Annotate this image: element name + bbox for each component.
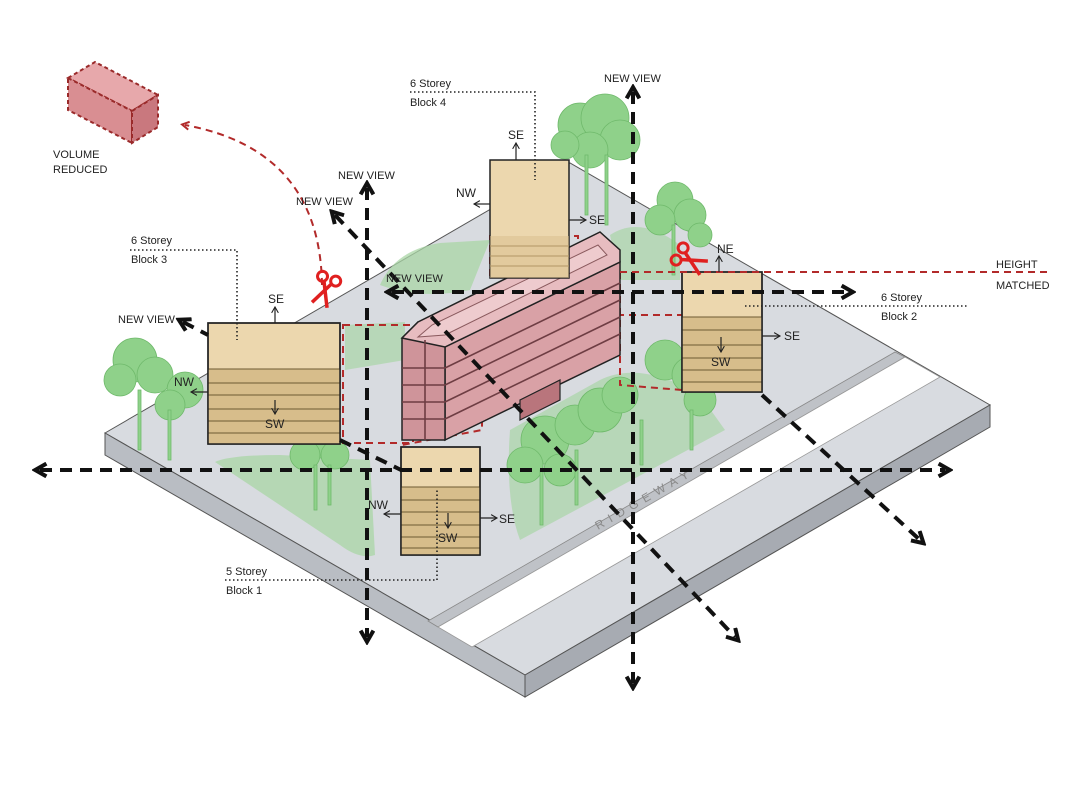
leader-lines [130,91,967,581]
block-3-dir-se: SE [268,292,284,306]
block-1-dir-sw: SW [438,531,458,545]
view-arrow-southeast [760,393,920,540]
new-view-label-upper-left-diagonal: NEW VIEW [296,196,353,208]
volume-reduced-label-line1: VOLUME [53,149,99,161]
new-view-label-center-left: NEW VIEW [386,273,443,285]
block-2-storey-label: 6 Storey [881,292,922,304]
block-2-name-label: Block 2 [881,311,917,323]
new-view-label-top: NEW VIEW [604,73,661,85]
red-annotations [65,60,1050,286]
block-2-dir-se: SE [784,329,800,343]
scissors-icon [669,241,708,276]
block-3-name-label: Block 3 [131,254,167,266]
block-4-storey-label: 6 Storey [410,78,451,90]
block-4-lower-floors [490,236,569,278]
block-4-name-label: Block 4 [410,97,446,109]
height-matched-label-line2: MATCHED [996,280,1050,292]
block-4 [489,159,570,279]
block-3-dir-sw: SW [265,417,285,431]
block-3-dir-nw: NW [174,375,195,389]
view-arrows [40,92,945,683]
block-4-dir-se-top: SE [508,128,524,142]
block-2-dir-ne: NE [717,242,734,256]
tree-cluster-west [103,337,204,461]
tree-cluster-north [550,93,641,226]
volume-reduced-box [65,60,161,145]
new-view-label-left: NEW VIEW [118,314,175,326]
block-1-dir-se: SE [499,512,515,526]
block-3-storey-label: 6 Storey [131,235,172,247]
text-labels: VOLUME REDUCED HEIGHT MATCHED NEW VIEW N… [53,73,1050,597]
block-1-name-label: Block 1 [226,585,262,597]
block-1-dir-nw: NW [368,498,389,512]
view-arrow-diagonal [335,215,735,637]
height-matched-label-line1: HEIGHT [996,259,1038,271]
view-arrow-block-3-nw [183,322,209,337]
orientation-arrows [189,141,782,530]
block-3-lower-floors [208,369,340,444]
volume-reduced-label-line2: REDUCED [53,164,107,176]
block-2-dir-sw: SW [711,355,731,369]
scissors-icon [310,269,343,308]
block-4-dir-nw: NW [456,186,477,200]
block-4-leader [410,91,536,180]
view-arrow-segment-block-1 [339,438,402,472]
block-3 [207,322,341,445]
block-4-dir-se: SE [589,213,605,227]
block-1-storey-label: 5 Storey [226,566,267,578]
block-1-leader [225,490,438,581]
new-view-label-upper-left-vertical: NEW VIEW [338,170,395,182]
